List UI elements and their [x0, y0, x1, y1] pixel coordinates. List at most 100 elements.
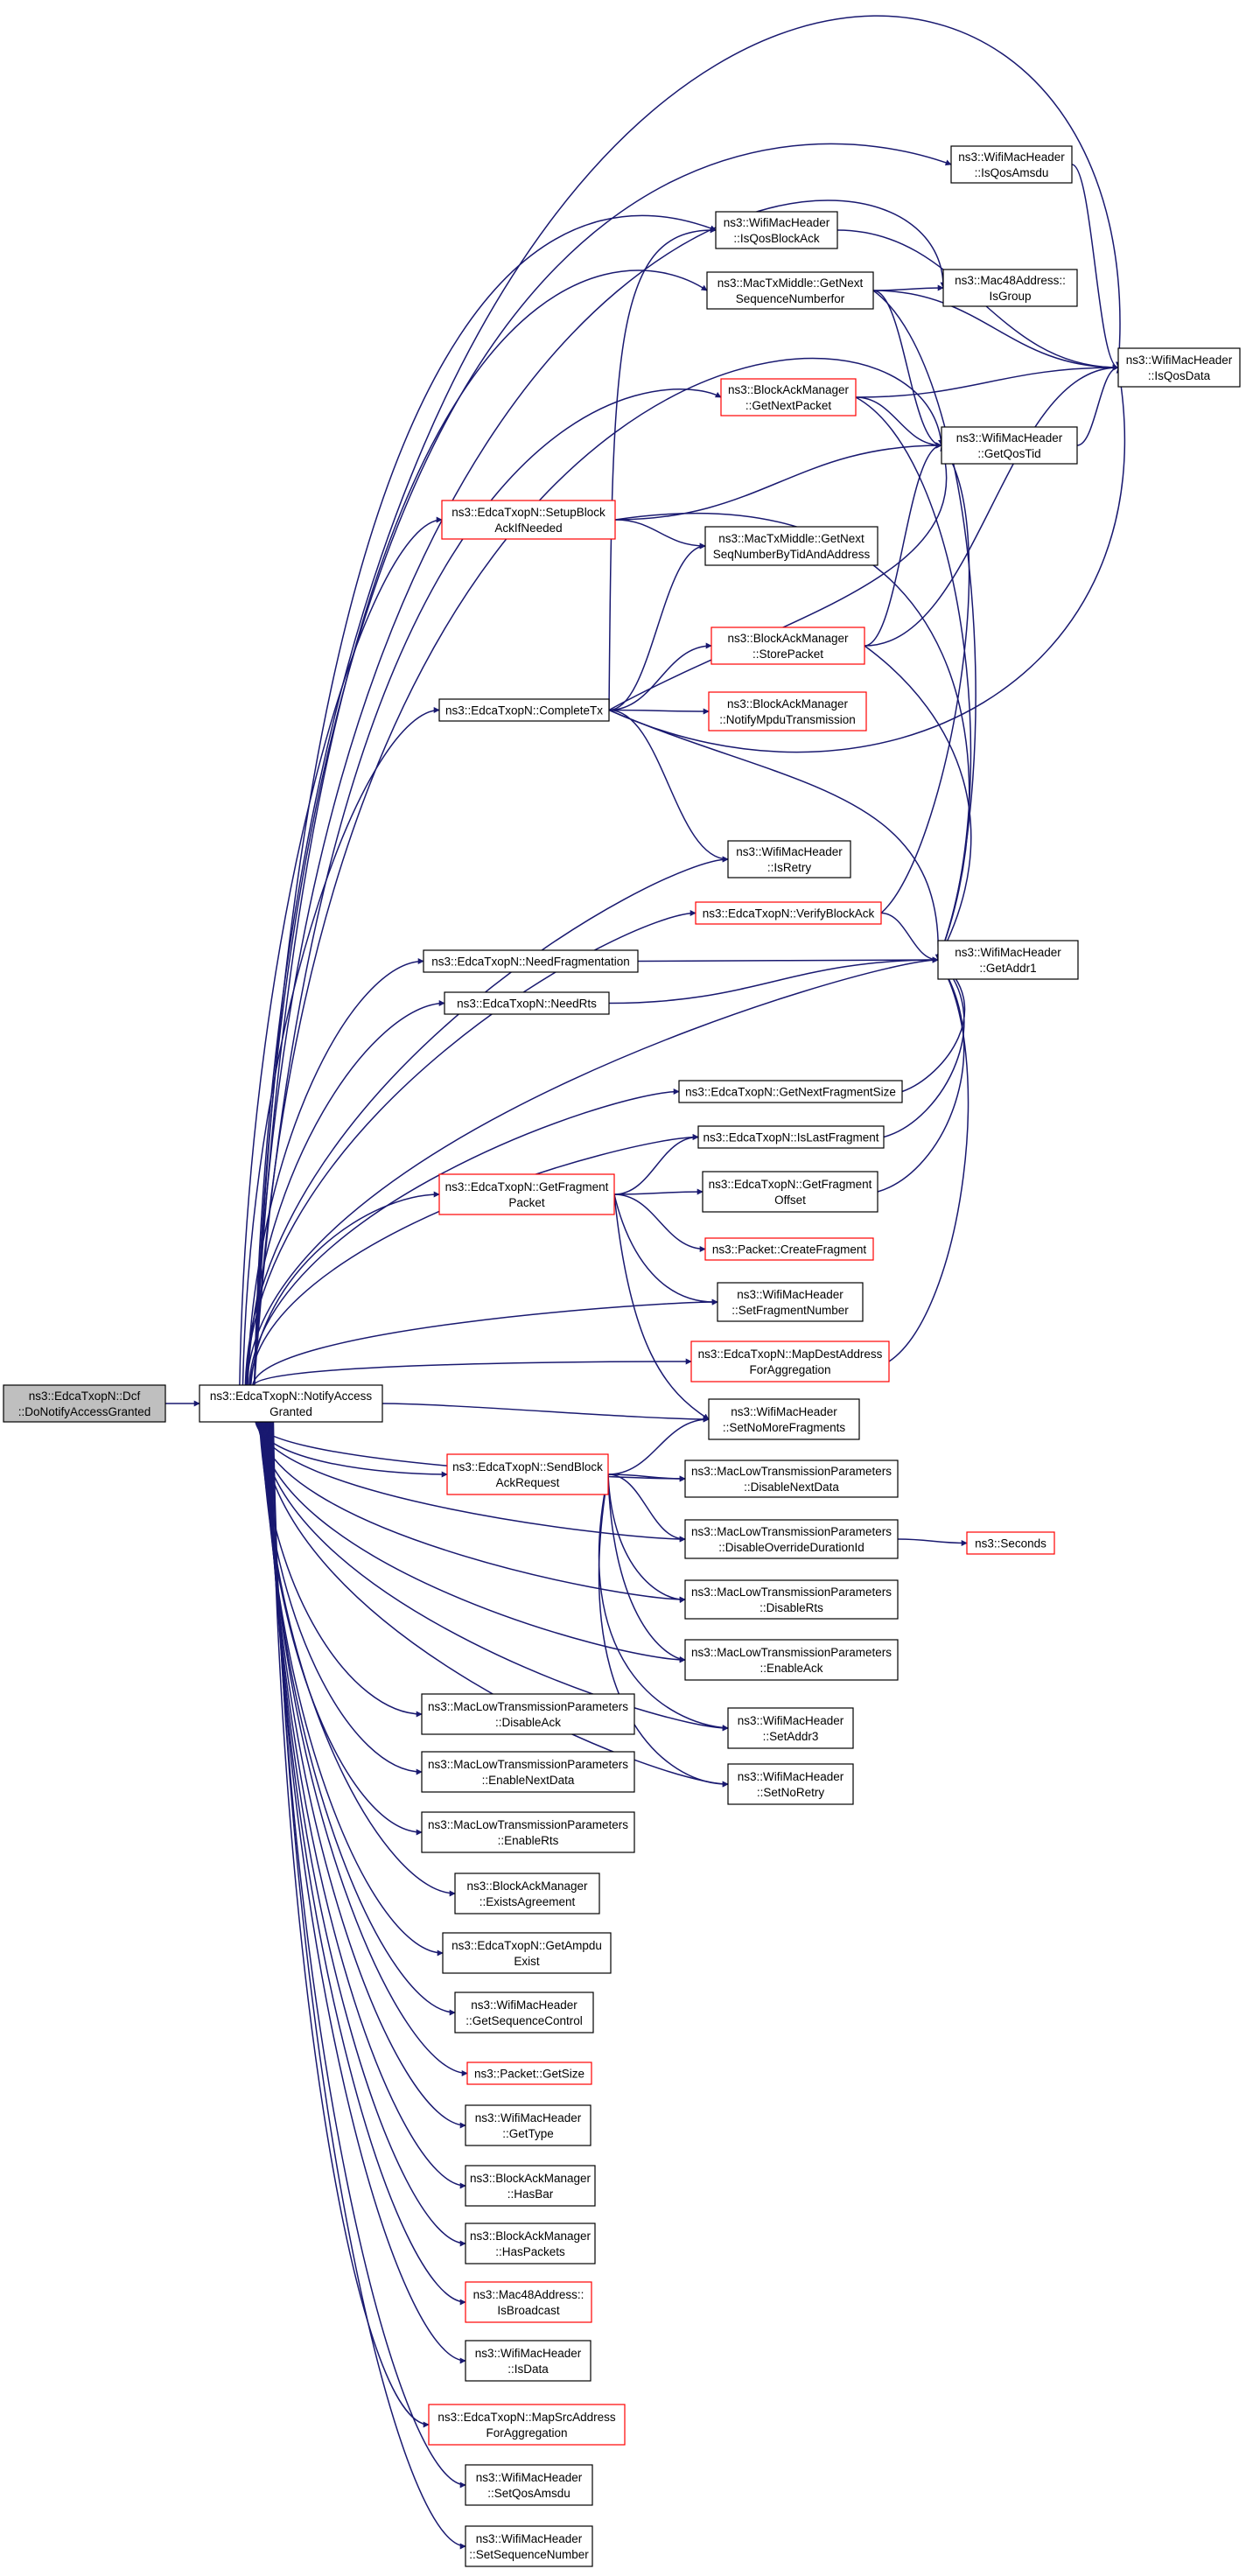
node-box: [695, 901, 882, 925]
node-label-line: ns3::EdcaTxopN::IsLastFragment: [703, 1131, 878, 1144]
graph-node-isData[interactable]: ns3::WifiMacHeader::IsData: [465, 2340, 592, 2382]
node-label-line: ns3::MacLowTransmissionParameters: [691, 1465, 892, 1478]
node-box: [1117, 347, 1241, 388]
graph-node-disNextData[interactable]: ns3::MacLowTransmissionParameters::Disab…: [684, 1460, 899, 1498]
node-label-line: Exist: [514, 1955, 540, 1968]
graph-node-getQosTid[interactable]: ns3::WifiMacHeader::GetQosTid: [941, 426, 1078, 465]
node-label-line: ns3::WifiMacHeader: [1126, 354, 1233, 367]
graph-node-getSeqCtrl[interactable]: ns3::WifiMacHeader::GetSequenceControl: [454, 1992, 594, 2034]
graph-node-createFrag[interactable]: ns3::Packet::CreateFragment: [704, 1237, 874, 1261]
node-label-line: ns3::Seconds: [975, 1537, 1046, 1550]
node-box: [715, 211, 838, 249]
graph-node-mapSrc[interactable]: ns3::EdcaTxopN::MapSrcAddressForAggregat…: [428, 2404, 626, 2446]
graph-node-getAddr1[interactable]: ns3::WifiMacHeader::GetAddr1: [937, 940, 1079, 980]
node-label-line: ns3::MacLowTransmissionParameters: [428, 1758, 628, 1771]
call-edge-fragOffset-to-getAddr1: [877, 959, 965, 1193]
call-edge-setupBA-to-getQosTid: [614, 442, 942, 521]
node-label-line: ::ExistsAgreement: [480, 1895, 576, 1908]
graph-node-storePacket[interactable]: ns3::BlockAckManager::StorePacket: [710, 626, 865, 665]
node-box: [454, 1992, 594, 2034]
graph-node-disAck[interactable]: ns3::MacLowTransmissionParameters::Disab…: [421, 1693, 635, 1735]
call-edge-setupBA-to-getAddr1: [614, 513, 970, 961]
call-edge-getFragPacket-to-setNoMore: [613, 1194, 710, 1420]
graph-node-mapDest[interactable]: ns3::EdcaTxopN::MapDestAddressForAggrega…: [690, 1340, 890, 1382]
node-label-line: ns3::BlockAckManager: [466, 1880, 588, 1893]
node-label-line: ns3::MacLowTransmissionParameters: [691, 1525, 892, 1538]
call-edge-sendBAR-to-enAck: [607, 1474, 686, 1662]
graph-node-nag[interactable]: ns3::EdcaTxopN::NotifyAccessGranted: [199, 1384, 383, 1423]
graph-node-isQosAmsdu[interactable]: ns3::WifiMacHeader::IsQosAmsdu: [950, 145, 1073, 184]
node-label-line: ns3::EdcaTxopN::SendBlock: [452, 1460, 603, 1474]
graph-node-completeTx[interactable]: ns3::EdcaTxopN::CompleteTx: [438, 698, 610, 722]
graph-node-isQosBlockAck[interactable]: ns3::WifiMacHeader::IsQosBlockAck: [715, 211, 838, 249]
graph-node-setQosAmsdu[interactable]: ns3::WifiMacHeader::SetQosAmsdu: [465, 2464, 593, 2506]
graph-node-isRetry[interactable]: ns3::WifiMacHeader::IsRetry: [727, 840, 851, 878]
graph-node-setNoMore[interactable]: ns3::WifiMacHeader::SetNoMoreFragments: [708, 1398, 860, 1440]
graph-node-isQosData[interactable]: ns3::WifiMacHeader::IsQosData: [1117, 347, 1241, 388]
graph-node-enNextData[interactable]: ns3::MacLowTransmissionParameters::Enabl…: [421, 1751, 635, 1793]
call-edge-getNextSeq-to-isQosData: [872, 290, 1119, 371]
graph-node-setFragNum[interactable]: ns3::WifiMacHeader::SetFragmentNumber: [717, 1282, 864, 1322]
graph-node-setSeqNum[interactable]: ns3::WifiMacHeader::SetSequenceNumber: [465, 2525, 593, 2567]
node-label-line: AckRequest: [496, 1476, 560, 1489]
call-edge-needRts-to-getAddr1: [608, 956, 939, 1004]
node-label-line: ::StorePacket: [752, 648, 823, 661]
node-box: [710, 626, 865, 665]
graph-node-enRts[interactable]: ns3::MacLowTransmissionParameters::Enabl…: [421, 1811, 635, 1853]
node-label-line: ::SetQosAmsdu: [487, 2487, 570, 2500]
node-label-line: ::DisableNextData: [744, 1480, 839, 1494]
graph-node-bamGetNext[interactable]: ns3::BlockAckManager::GetNextPacket: [720, 378, 857, 416]
node-label-line: ::DisableAck: [495, 1716, 561, 1729]
graph-node-getType[interactable]: ns3::WifiMacHeader::GetType: [465, 2104, 592, 2146]
graph-node-isBroadcast[interactable]: ns3::Mac48Address::IsBroadcast: [465, 2281, 592, 2323]
call-edge-nag-to-verifyBA: [245, 910, 696, 1386]
call-edge-verifyBA-to-getAddr1: [880, 912, 939, 963]
graph-node-existsAgr[interactable]: ns3::BlockAckManager::ExistsAgreement: [454, 1872, 600, 1914]
graph-node-getSize[interactable]: ns3::Packet::GetSize: [466, 2062, 592, 2085]
graph-node-hasPackets[interactable]: ns3::BlockAckManager::HasPackets: [465, 2222, 596, 2264]
graph-node-setNoRetry[interactable]: ns3::WifiMacHeader::SetNoRetry: [727, 1763, 854, 1805]
node-label-line: ::IsData: [508, 2362, 549, 2376]
node-label-line: ForAggregation: [486, 2426, 567, 2440]
graph-node-setAddr3[interactable]: ns3::WifiMacHeader::SetAddr3: [727, 1707, 854, 1749]
node-label-line: ns3::MacLowTransmissionParameters: [428, 1700, 628, 1713]
graph-node-enAck[interactable]: ns3::MacLowTransmissionParameters::Enabl…: [684, 1639, 899, 1681]
graph-node-verifyBA[interactable]: ns3::EdcaTxopN::VerifyBlockAck: [695, 901, 882, 925]
graph-node-isGroup[interactable]: ns3::Mac48Address::IsGroup: [942, 269, 1078, 307]
node-box: [3, 1384, 166, 1423]
graph-node-root[interactable]: ns3::EdcaTxopN::Dcf::DoNotifyAccessGrant…: [3, 1384, 166, 1423]
node-box: [465, 2281, 592, 2323]
graph-node-hasBar[interactable]: ns3::BlockAckManager::HasBar: [465, 2165, 596, 2207]
node-box: [704, 1237, 874, 1261]
call-edge-nag-to-needRts: [247, 1000, 445, 1386]
call-edge-sendBAR-to-disNextData: [607, 1474, 686, 1482]
graph-node-isLastFrag[interactable]: ns3::EdcaTxopN::IsLastFragment: [697, 1125, 885, 1149]
node-box: [697, 1125, 885, 1149]
call-edge-nag-to-disOverride: [256, 1421, 686, 1543]
graph-node-nextFragSize[interactable]: ns3::EdcaTxopN::GetNextFragmentSize: [678, 1080, 903, 1103]
node-label-line: ::GetNextPacket: [746, 399, 832, 412]
node-label-line: ns3::Packet::CreateFragment: [712, 1243, 867, 1256]
call-edge-completeTx-to-getQosTid: [608, 444, 948, 711]
node-box: [690, 1340, 890, 1382]
graph-node-disOverride[interactable]: ns3::MacLowTransmissionParameters::Disab…: [684, 1519, 899, 1559]
graph-node-seconds[interactable]: ns3::Seconds: [966, 1531, 1055, 1555]
node-label-line: ns3::EdcaTxopN::SetupBlock: [452, 506, 606, 519]
graph-node-seqByTid[interactable]: ns3::MacTxMiddle::GetNextSeqNumberByTidA…: [704, 526, 878, 566]
edge-layer: [165, 15, 1126, 2550]
node-label-line: ns3::MacLowTransmissionParameters: [428, 1818, 628, 1831]
node-box: [727, 1763, 854, 1805]
node-label-line: ::DisableOverrideDurationId: [718, 1541, 864, 1554]
graph-node-disRts[interactable]: ns3::MacLowTransmissionParameters::Disab…: [684, 1579, 899, 1620]
graph-node-needFrag[interactable]: ns3::EdcaTxopN::NeedFragmentation: [423, 949, 639, 973]
node-box: [466, 2062, 592, 2085]
graph-node-needRts[interactable]: ns3::EdcaTxopN::NeedRts: [444, 991, 610, 1015]
graph-node-getNextSeq[interactable]: ns3::MacTxMiddle::GetNextSequenceNumberf…: [706, 271, 874, 310]
node-label-line: ::IsQosData: [1148, 369, 1211, 382]
graph-node-notifyMpdu[interactable]: ns3::BlockAckManager::NotifyMpduTransmis…: [708, 691, 867, 732]
